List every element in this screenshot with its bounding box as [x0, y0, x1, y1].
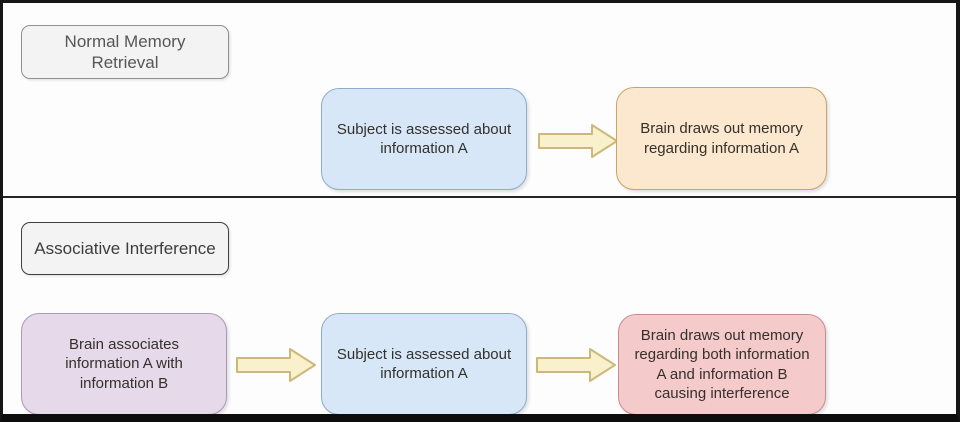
section-divider-line	[3, 196, 956, 198]
node-brain-associates-a-with-b: Brain associates information A with info…	[21, 313, 227, 414]
section-title-associative-interference: Associative Interference	[21, 222, 229, 275]
node-brain-draws-memory-a-b-interference: Brain draws out memory regarding both in…	[618, 314, 826, 414]
section-title-normal-memory-retrieval: Normal Memory Retrieval	[21, 25, 229, 79]
right-block-arrow-icon	[236, 347, 316, 383]
node-subject-assessed-a-bottom: Subject is assessed about information A	[321, 313, 527, 414]
right-block-arrow-icon	[536, 347, 616, 383]
right-block-arrow-icon	[538, 123, 618, 159]
node-brain-draws-memory-a: Brain draws out memory regarding informa…	[616, 87, 827, 190]
node-subject-assessed-a-top: Subject is assessed about information A	[321, 88, 527, 190]
